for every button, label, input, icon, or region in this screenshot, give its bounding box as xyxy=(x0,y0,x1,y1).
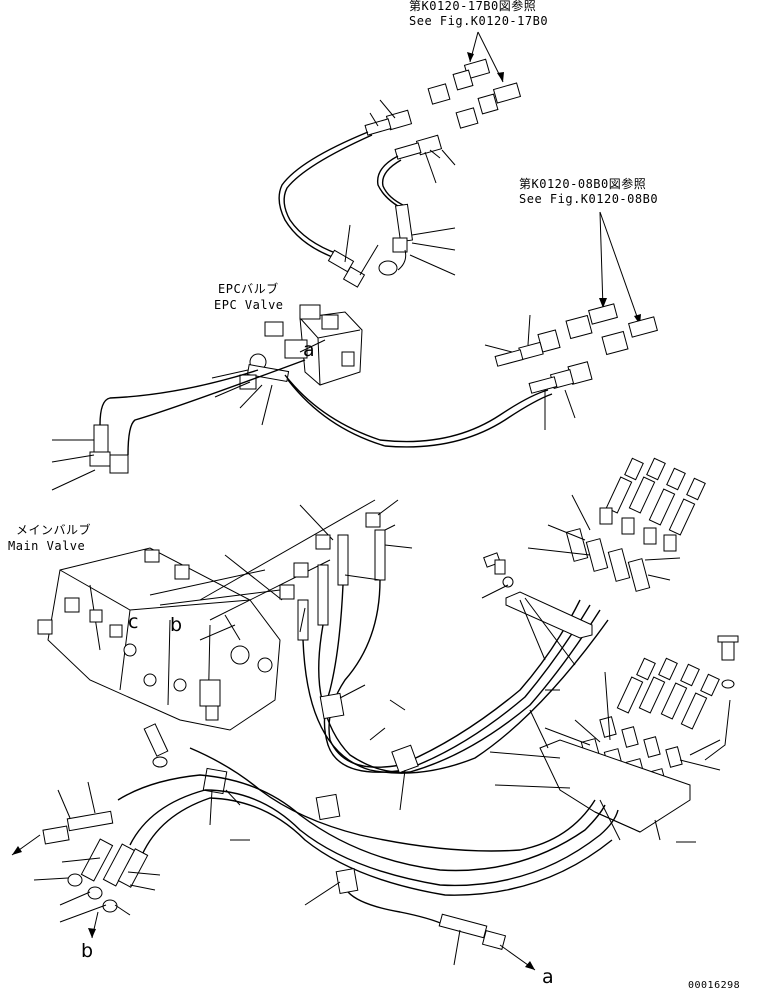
lower-left-fittings xyxy=(11,723,169,939)
reference-arrows-top xyxy=(467,31,504,83)
lower-bracket xyxy=(489,635,739,841)
marker-c-valve: c xyxy=(128,611,139,633)
upper-bracket xyxy=(481,552,593,666)
main-valve-fittings xyxy=(279,499,413,641)
reference-right-en: See Fig.K0120-08B0 xyxy=(519,192,659,206)
marker-a-end: a xyxy=(542,966,555,988)
left-fittings xyxy=(51,424,129,491)
marker-b-valve: b xyxy=(170,614,183,636)
epc-left-fittings xyxy=(211,364,290,426)
epc-valve-label-en: EPC Valve xyxy=(214,298,284,312)
epc-valve-label-jp: EPCバルブ xyxy=(218,282,279,296)
main-valve-label-jp: メインバルブ xyxy=(16,523,92,537)
epc-elbows xyxy=(327,203,456,288)
hose-clamps xyxy=(202,684,419,826)
reference-top-en: See Fig.K0120-17B0 xyxy=(409,14,549,28)
lower-pilot-line xyxy=(304,868,536,971)
right-couplers xyxy=(484,303,658,430)
upper-right-couplers xyxy=(527,457,706,592)
reference-top-jp: 第K0120-17B0図参照 xyxy=(409,0,537,13)
main-valve-label-en: Main Valve xyxy=(8,539,86,553)
marker-b-end: b xyxy=(81,940,94,962)
marker-a-valve: a xyxy=(303,339,316,361)
figure-number: 00016298 xyxy=(688,980,741,991)
reference-right-jp: 第K0120-08B0図参照 xyxy=(519,177,647,191)
upper-couplers xyxy=(364,58,522,184)
main-valve xyxy=(37,547,281,731)
epc-valve xyxy=(249,304,363,386)
